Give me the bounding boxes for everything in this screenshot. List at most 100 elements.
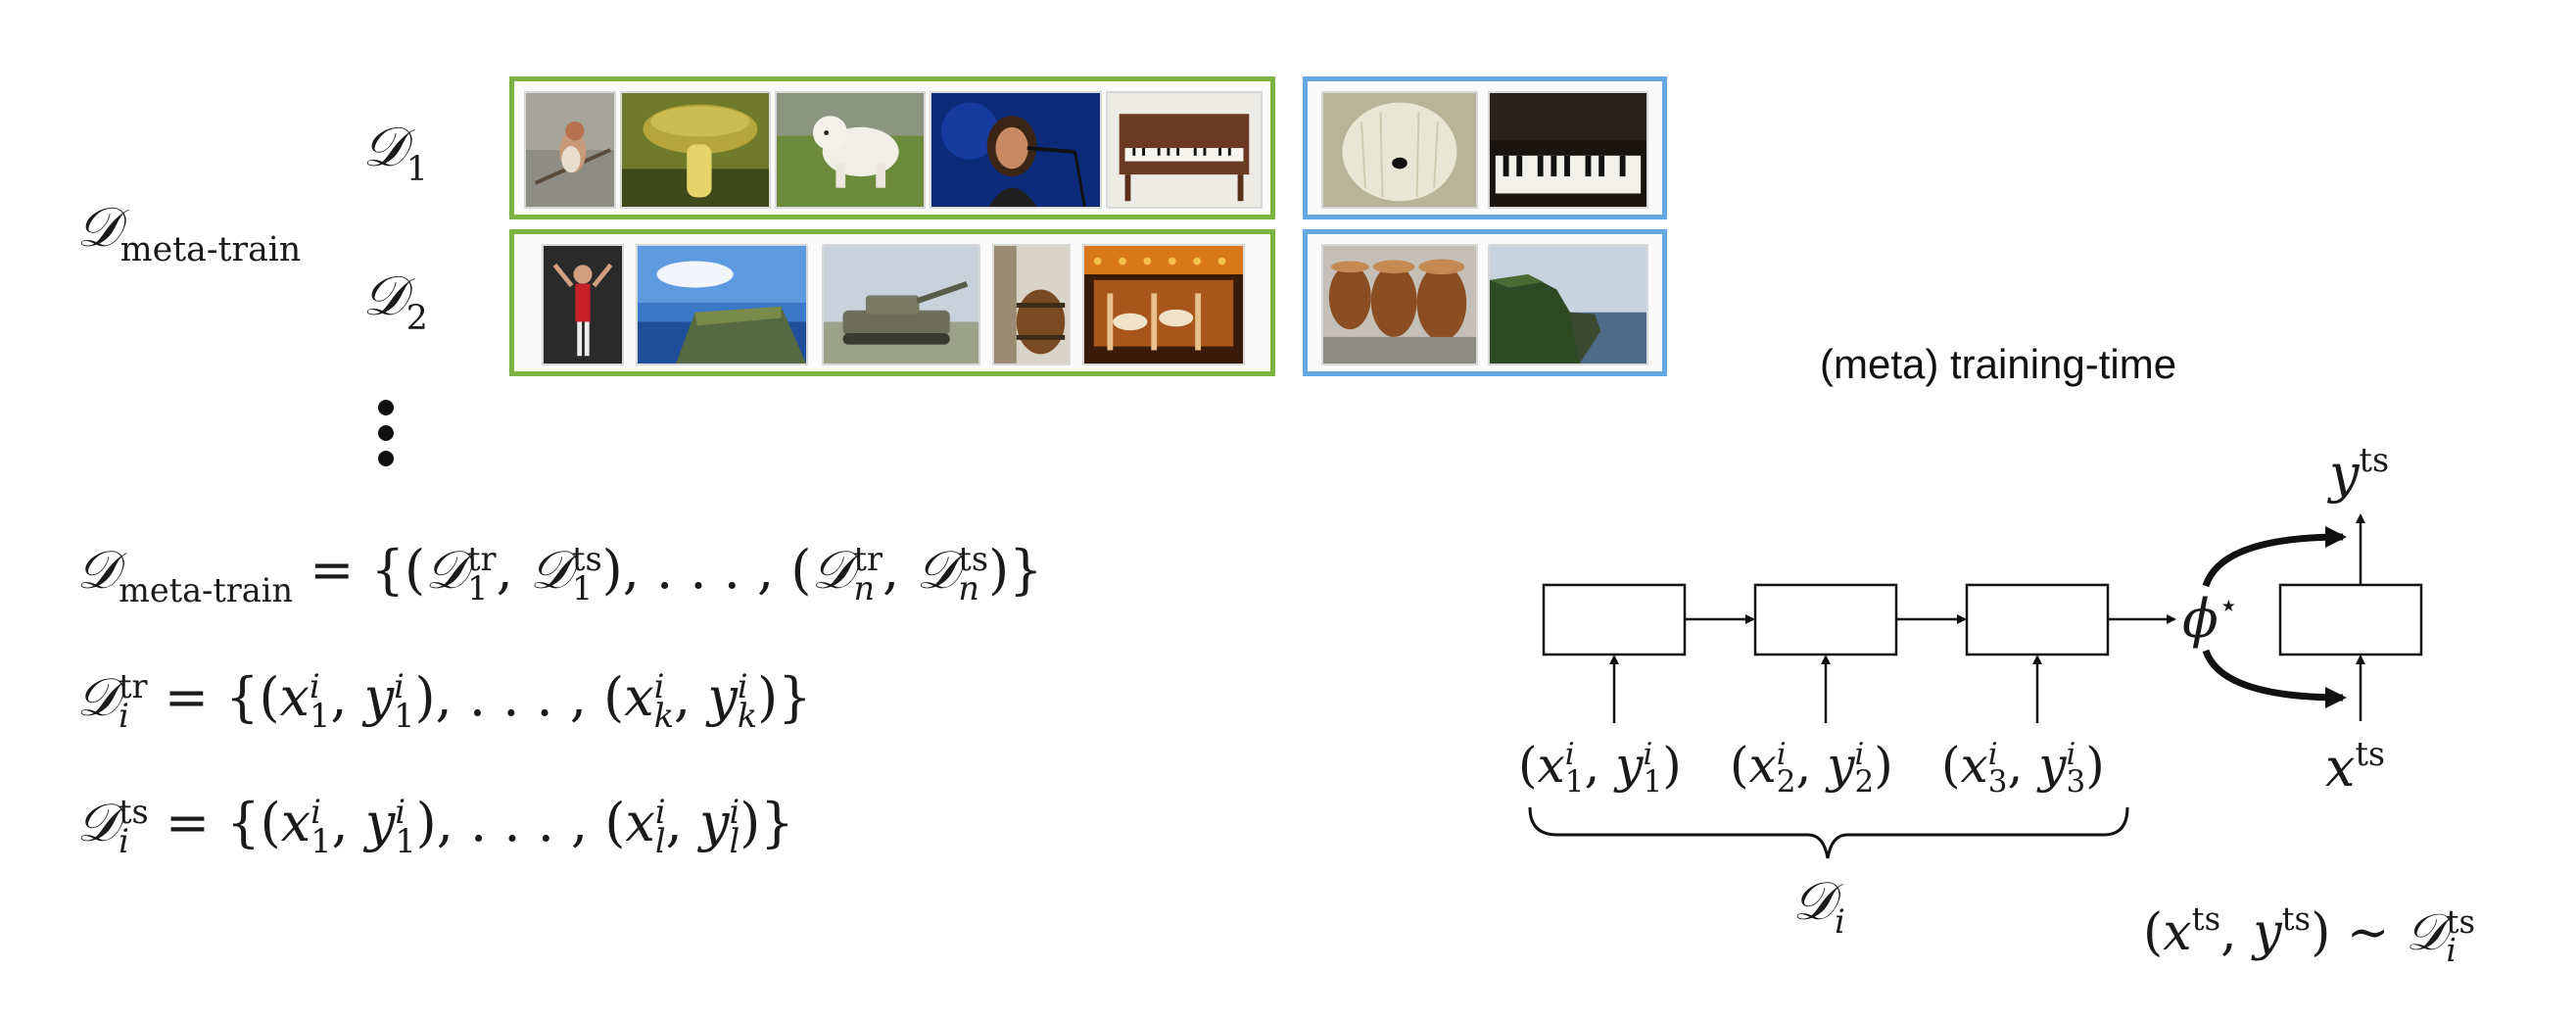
eq2-xk-sup: i [653, 666, 665, 705]
phi-star-superscript: ⋆ [2218, 586, 2239, 625]
eq2-yk-sub: k [737, 697, 758, 735]
ellipsis-dots [378, 400, 394, 468]
thumb-gymnast [542, 244, 624, 365]
bf-y: y [2253, 903, 2282, 962]
x-ts-label: xts [2325, 735, 2386, 799]
input3-y-sup: i [2066, 737, 2076, 773]
eq3-mid: ), . . . , ( [415, 792, 626, 853]
input3-x-sub: 3 [1987, 764, 2008, 800]
eq1-end: )} [988, 539, 1043, 601]
eq1-open: = {( [293, 539, 426, 601]
input3-x: x [1960, 737, 1988, 794]
phi-arrow-down [2202, 649, 2347, 708]
thumb-mushroom [620, 91, 771, 209]
eq2-open: = {( [147, 666, 280, 728]
bf-y-sup: ts [2281, 900, 2312, 939]
bf-d-sub: i [2446, 931, 2457, 969]
task-1-label: 𝒟1 [362, 116, 428, 189]
eq1-d1tr: 𝒟 [425, 539, 468, 601]
thumb-carousel [1082, 244, 1245, 365]
eq2-xk: x [624, 666, 654, 728]
eq2-xk-sub: k [653, 697, 675, 735]
eq2-x1-sub: 1 [310, 697, 331, 735]
input2-y: y [1827, 737, 1855, 794]
brace-d: 𝒟 [1792, 870, 1836, 932]
input1-x: x [1537, 737, 1565, 794]
eq3-xl: x [625, 792, 655, 853]
bf-d-sup: ts [2446, 902, 2476, 941]
eq3-end: )} [739, 792, 794, 853]
thumb-bird [524, 91, 616, 209]
eq1-d1ts-sub: 1 [572, 569, 594, 607]
y-symbol: y [2329, 443, 2360, 505]
brace-sub: i [1835, 902, 1845, 942]
input1-y-sup: i [1643, 737, 1653, 773]
eq1-d1tr-sub: 1 [467, 569, 489, 607]
eq1-dnts-sub: n [958, 569, 979, 607]
predictor-box [2278, 583, 2423, 656]
eq3-x1-sup: i [310, 792, 321, 831]
meta-train-dataset-label: 𝒟meta-train [76, 196, 301, 269]
eq3-xl-sup: i [654, 792, 666, 831]
eq3-open: = {( [148, 792, 281, 853]
diagram-title: (meta) training-time [1820, 341, 2177, 387]
thumb-tank [822, 244, 980, 365]
eq1-d1ts-sup: ts [572, 539, 602, 578]
input3-x-sup: i [1987, 737, 1998, 773]
eq3-lhs: 𝒟 [76, 792, 119, 853]
eq2-y1-sup: i [394, 666, 405, 705]
bf-x-sup: ts [2191, 900, 2221, 939]
calligraphic-d: 𝒟 [76, 196, 120, 260]
input2-x: x [1748, 737, 1777, 794]
eq2-mid: ), . . . , ( [414, 666, 625, 728]
eq1-dnts-sup: ts [958, 539, 989, 578]
eq1-dntr: 𝒟 [811, 539, 854, 601]
input1-y: y [1615, 737, 1644, 794]
eq3-y1-sup: i [395, 792, 406, 831]
input3-y-sub: 3 [2066, 764, 2086, 800]
task-2-label: 𝒟2 [362, 265, 428, 338]
eq2-yk-sup: i [737, 666, 748, 705]
input2-x-sup: i [1776, 737, 1787, 773]
input1-y-sub: 1 [1643, 764, 1663, 800]
eq2-y1: y [363, 666, 395, 728]
thumb-shaggy-dog [1321, 91, 1478, 209]
eq3-lhs-sup: ts [119, 792, 149, 831]
phi-arrow-up [2202, 526, 2347, 588]
y-ts-superscript: ts [2359, 441, 2390, 480]
eq2-y1-sub: 1 [394, 697, 415, 735]
meta-train-subscript: meta-train [119, 229, 302, 269]
eq2-x1: x [279, 666, 310, 728]
input2-y-sub: 2 [1854, 764, 1875, 800]
eq1-d1ts: 𝒟 [529, 539, 572, 601]
thumb-piano [1106, 91, 1263, 209]
input2-y-sup: i [1854, 737, 1865, 773]
thumb-piano-keys [1488, 91, 1648, 209]
thumb-cliff [636, 244, 808, 365]
task-1-subscript: 1 [405, 149, 428, 189]
eq1-lhs: 𝒟 [76, 539, 119, 601]
rnn-box-1 [1542, 583, 1687, 656]
task-1-test-box [1303, 76, 1667, 219]
eq2-x1-sup: i [310, 666, 320, 705]
x-ts-superscript: ts [2355, 735, 2386, 774]
phi-symbol: ϕ [2182, 588, 2218, 650]
rnn-box-3 [1965, 583, 2110, 656]
dataset-brace [1528, 806, 2129, 859]
thumb-cliffs [1488, 244, 1648, 365]
eq1-dnts: 𝒟 [916, 539, 959, 601]
eq3-yl-sub: l [729, 822, 740, 860]
phi-star-label: ϕ⋆ [2182, 586, 2239, 650]
eq2-lhs: 𝒟 [76, 666, 119, 728]
x-symbol: x [2325, 737, 2356, 799]
eq3-yl: y [698, 792, 730, 853]
task-2-subscript: 2 [405, 298, 428, 338]
task-1-train-box [509, 76, 1275, 219]
